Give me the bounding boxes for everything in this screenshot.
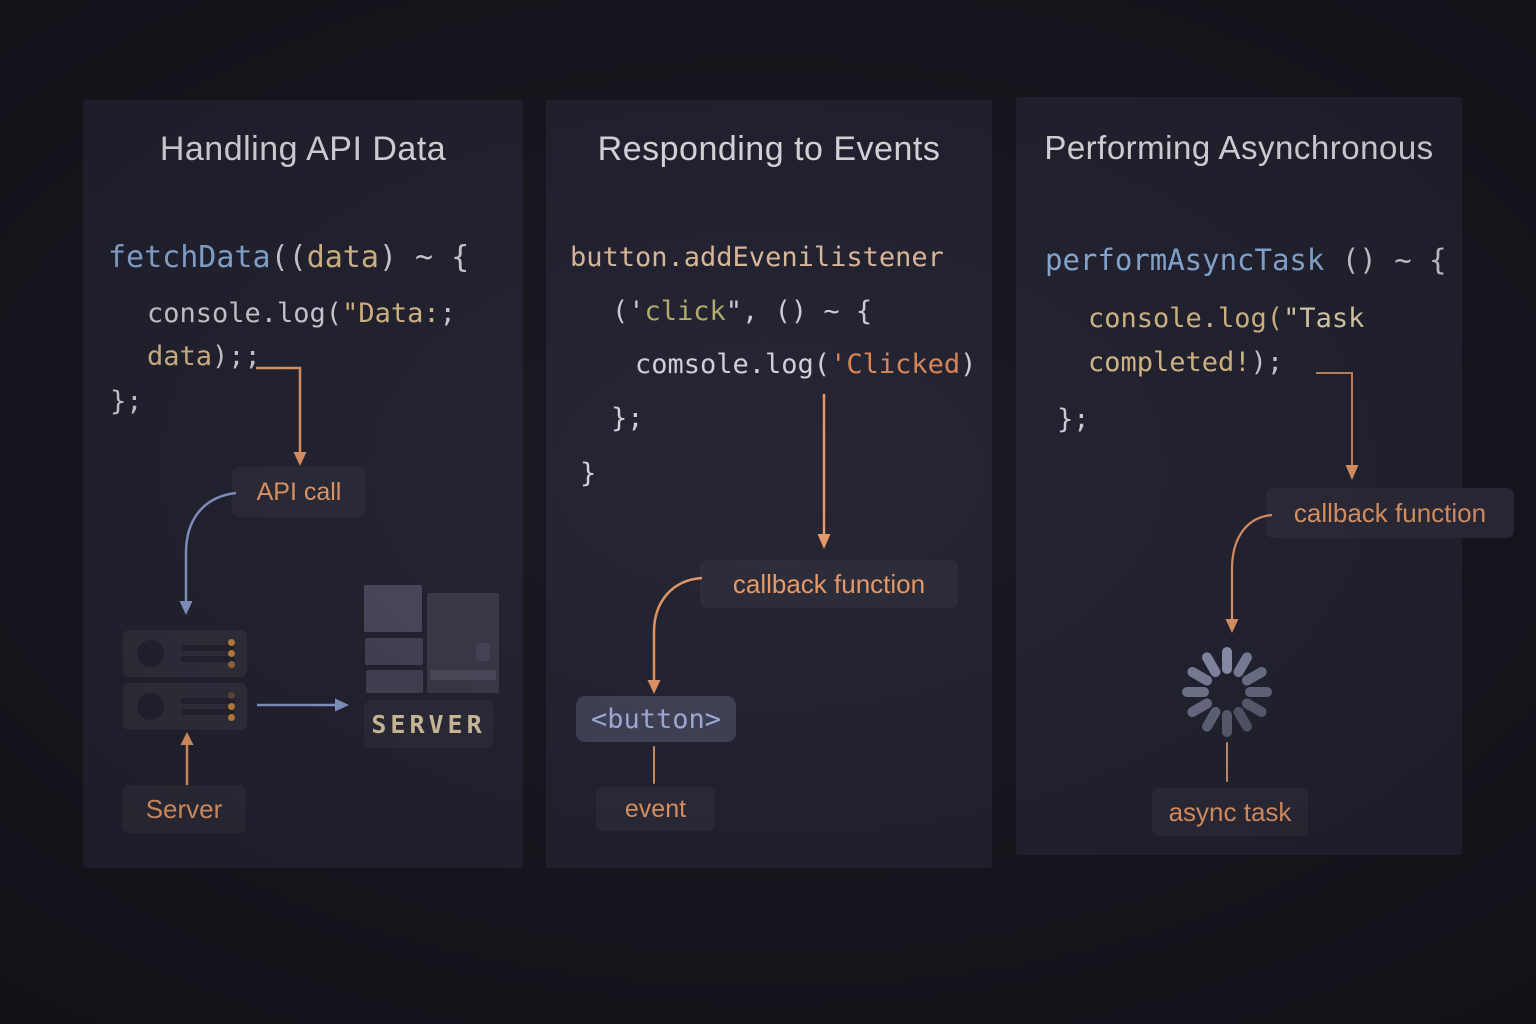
- code-line: console.log("Data:;: [147, 298, 456, 329]
- code-line: completed!);: [1088, 347, 1284, 378]
- arrow-code-to-callback-icon: [1316, 372, 1359, 480]
- server-label: SERVER: [364, 700, 493, 748]
- code-line: };: [1057, 404, 1090, 435]
- arrow-code-to-api-call-icon: [256, 366, 307, 466]
- panel-title: Performing Asynchronous: [1044, 129, 1434, 166]
- panel-handling-api-data: Handling API Data fetchData((data) ~ { c…: [83, 100, 523, 868]
- code-line: };: [110, 386, 143, 417]
- code-line: data);;: [147, 341, 261, 372]
- arrow-rack-to-server-icon: [257, 698, 349, 712]
- code-line: fetchData((data) ~ {: [108, 240, 470, 275]
- arrow-callback-to-spinner-icon: [1225, 513, 1273, 633]
- code-line: };: [611, 403, 644, 434]
- arrow-server-label-up-icon: [180, 732, 194, 788]
- event-label: event: [596, 787, 715, 831]
- server-rack-icon: [123, 630, 247, 677]
- async-task-label: async task: [1152, 788, 1308, 836]
- loading-spinner-icon: [1179, 644, 1275, 740]
- panel-title: Handling API Data: [159, 130, 447, 168]
- server-rack-icon: [123, 683, 247, 730]
- code-line: comsole.log('Clicked): [635, 349, 977, 380]
- server-dashboard-thumbnail: [364, 585, 499, 693]
- connector-button-to-event: [653, 746, 655, 784]
- arrow-api-call-to-server-icon: [179, 491, 237, 615]
- code-line: console.log("Task: [1088, 303, 1365, 334]
- panel-responding-to-events: Responding to Events button.addEvenilist…: [546, 100, 992, 868]
- arrow-callback-to-button-icon: [647, 576, 703, 694]
- panel-title: Responding to Events: [597, 130, 941, 168]
- code-line: button.addEvenilistener: [570, 242, 944, 273]
- arrow-code-to-callback-icon: [817, 394, 831, 549]
- server-text-label: Server: [122, 785, 246, 833]
- api-call-label: API call: [232, 467, 366, 517]
- button-tag-label: <button>: [576, 696, 736, 742]
- panel-performing-asynchronous: Performing Asynchronous performAsyncTask…: [1016, 97, 1514, 855]
- code-line: ('click", () ~ {: [612, 296, 873, 327]
- callback-function-label: callback function: [700, 560, 958, 608]
- code-line: performAsyncTask () ~ {: [1045, 243, 1447, 277]
- code-line: }: [580, 458, 597, 489]
- connector-spinner-to-async-task: [1226, 742, 1228, 782]
- callback-function-label: callback function: [1266, 488, 1514, 538]
